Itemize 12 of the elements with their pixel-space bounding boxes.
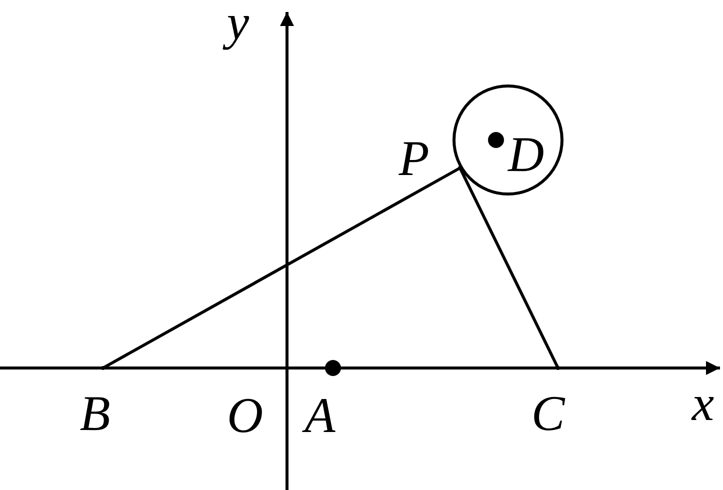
line-segment	[102, 166, 461, 370]
axis-label: x	[692, 378, 714, 428]
origin-label: O	[226, 390, 264, 440]
point-label: D	[508, 129, 544, 179]
vertex-point	[101, 366, 105, 370]
point-label: P	[398, 133, 430, 183]
line-segment	[458, 167, 560, 369]
point-label: B	[80, 388, 110, 438]
point-label: A	[304, 390, 336, 440]
vertex-point	[458, 166, 462, 170]
point-label: C	[531, 388, 565, 438]
vertex-point	[556, 366, 560, 370]
